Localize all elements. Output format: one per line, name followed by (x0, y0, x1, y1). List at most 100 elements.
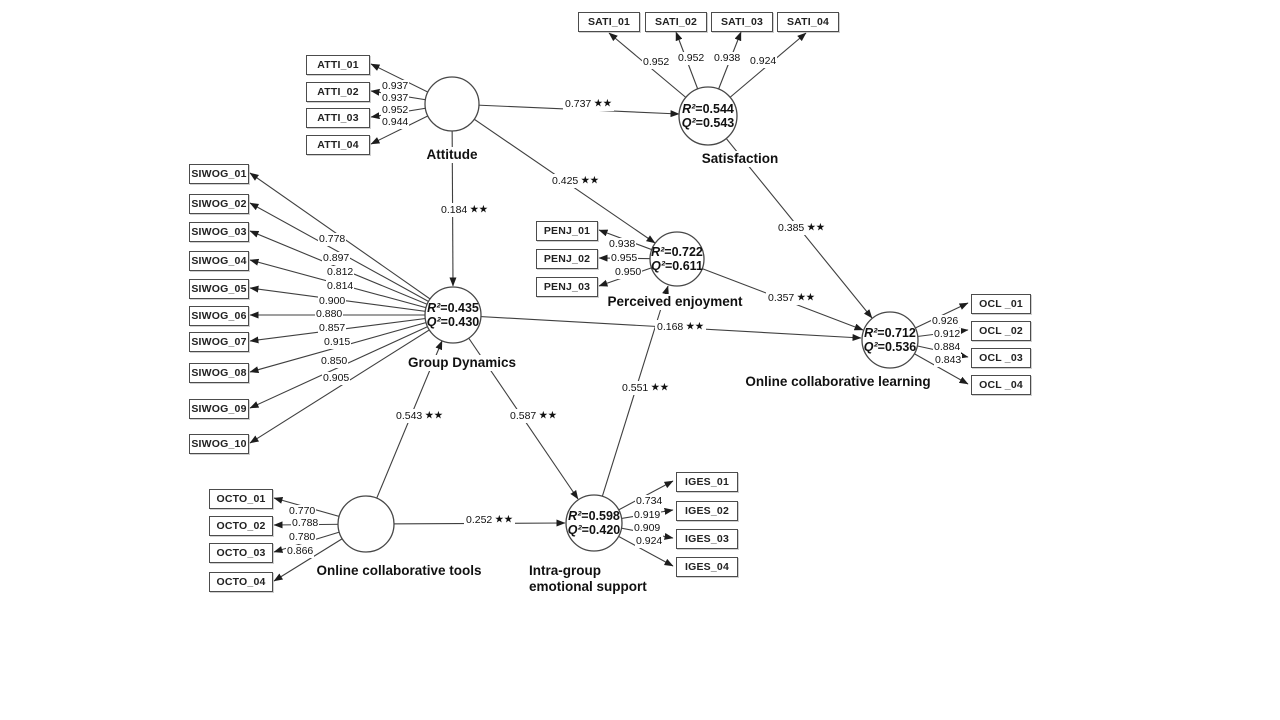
ocl-q2: Q²=0.536 (864, 340, 917, 354)
indicator-box: SIWOG_03 (189, 222, 249, 242)
loading-label: 0.938 (713, 52, 742, 65)
r2-q2-labels: R²=0.544 Q²=0.543 R²=0.435 Q²=0.430 R²=0… (427, 102, 917, 537)
indicator-box: SIWOG_02 (189, 194, 249, 214)
satisfaction-q2: Q²=0.543 (682, 116, 735, 130)
indicator-box: PENJ_02 (536, 249, 598, 269)
loading-label: 0.850 (320, 355, 349, 368)
indicator-box: IGES_04 (676, 557, 738, 577)
indicator-box: IGES_01 (676, 472, 738, 492)
loading-label: 0.843 (934, 354, 963, 367)
loading-label: 0.897 (322, 252, 351, 265)
perceived-enjoyment-r2: R²=0.722 (651, 245, 703, 259)
satisfaction-r2: R²=0.544 (682, 102, 734, 116)
indicator-box: OCTO_02 (209, 516, 273, 536)
loading-label: 0.778 (318, 233, 347, 246)
indicator-box: IGES_02 (676, 501, 738, 521)
indicator-box: PENJ_03 (536, 277, 598, 297)
loading-label: 0.919 (633, 509, 662, 522)
indicator-box: ATTI_04 (306, 135, 370, 155)
loading-label: 0.905 (322, 372, 351, 385)
loading-label: 0.955 (610, 252, 639, 265)
indicator-box: OCL _04 (971, 375, 1031, 395)
loading-label: 0.909 (633, 522, 662, 535)
loading-label: 0.924 (635, 535, 664, 548)
construct-label-online-collaborative-tools: Online collaborative tools (314, 563, 484, 579)
latent-circle-attitude (424, 76, 480, 132)
construct-label-attitude: Attitude (424, 147, 480, 163)
latent-circle-satisfaction (678, 86, 738, 146)
indicator-box: SIWOG_09 (189, 399, 249, 419)
loading-label: 0.880 (315, 308, 344, 321)
loading-label: 0.937 (381, 80, 410, 93)
path-coefficient-label: 0.425★★ (550, 174, 602, 188)
path-coefficient-label: 0.184★★ (439, 203, 491, 217)
loading-label: 0.915 (323, 336, 352, 349)
indicator-box: SIWOG_05 (189, 279, 249, 299)
indicator-box: SIWOG_06 (189, 306, 249, 326)
latent-circles (337, 76, 919, 553)
path-coefficient-label: 0.587★★ (508, 409, 560, 423)
group-dynamics-q2: Q²=0.430 (427, 315, 480, 329)
indicator-box: SIWOG_01 (189, 164, 249, 184)
iges-q2: Q²=0.420 (568, 523, 621, 537)
construct-label-line2: emotional support (529, 579, 647, 594)
indicator-box: SATI_02 (645, 12, 707, 32)
indicator-box: OCL _02 (971, 321, 1031, 341)
loading-label: 0.812 (326, 266, 355, 279)
loading-label: 0.950 (614, 266, 643, 279)
indicator-box: IGES_03 (676, 529, 738, 549)
indicator-box: ATTI_03 (306, 108, 370, 128)
ocl-r2: R²=0.712 (864, 326, 916, 340)
loading-label: 0.952 (642, 56, 671, 69)
construct-label-perceived-enjoyment: Perceived enjoyment (605, 294, 745, 310)
loading-label: 0.924 (749, 55, 778, 68)
loading-label: 0.938 (608, 238, 637, 251)
perceived-enjoyment-q2: Q²=0.611 (651, 259, 703, 273)
path-coefficient-label: 0.385★★ (776, 221, 828, 235)
latent-circle-group-dynamics (424, 286, 482, 344)
indicator-box: OCTO_04 (209, 572, 273, 592)
loading-label: 0.944 (381, 116, 410, 129)
indicator-box: SIWOG_08 (189, 363, 249, 383)
indicator-box: ATTI_01 (306, 55, 370, 75)
latent-circle-intra-group-emotional-support (565, 494, 623, 552)
latent-circle-perceived-enjoyment (649, 231, 705, 287)
loading-label: 0.937 (381, 92, 410, 105)
construct-label-satisfaction: Satisfaction (699, 151, 781, 167)
path-coefficient-label: 0.168★★ (655, 320, 707, 334)
loading-label: 0.814 (326, 280, 355, 293)
construct-label-intra-group-emotional-support: Intra-group emotional support (527, 563, 649, 595)
loading-label: 0.912 (933, 328, 962, 341)
group-dynamics-r2: R²=0.435 (427, 301, 479, 315)
indicator-box: OCL _01 (971, 294, 1031, 314)
iges-r2: R²=0.598 (568, 509, 620, 523)
indicator-box: SIWOG_07 (189, 332, 249, 352)
indicator-box: SATI_04 (777, 12, 839, 32)
construct-label-group-dynamics: Group Dynamics (405, 355, 519, 371)
indicator-box: PENJ_01 (536, 221, 598, 241)
path-coefficient-label: 0.551★★ (620, 381, 672, 395)
indicator-box: OCTO_01 (209, 489, 273, 509)
latent-circle-online-collaborative-learning (861, 311, 919, 369)
latent-circle-online-collaborative-tools (337, 495, 395, 553)
indicator-box: ATTI_02 (306, 82, 370, 102)
loading-label: 0.952 (381, 104, 410, 117)
path-coefficient-label: 0.252★★ (464, 513, 516, 527)
loading-label: 0.788 (291, 517, 320, 530)
loading-label: 0.770 (288, 505, 317, 518)
indicator-box: SATI_01 (578, 12, 640, 32)
loading-label: 0.734 (635, 495, 664, 508)
loading-label: 0.926 (931, 315, 960, 328)
indicator-box: SATI_03 (711, 12, 773, 32)
indicator-box: OCL _03 (971, 348, 1031, 368)
loading-label: 0.857 (318, 322, 347, 335)
loading-label: 0.952 (677, 52, 706, 65)
indicator-box: SIWOG_10 (189, 434, 249, 454)
indicator-box: OCTO_03 (209, 543, 273, 563)
indicator-box: SIWOG_04 (189, 251, 249, 271)
loading-label: 0.884 (933, 341, 962, 354)
loading-label: 0.866 (286, 545, 315, 558)
path-coefficient-label: 0.357★★ (766, 291, 818, 305)
construct-label-online-collaborative-learning: Online collaborative learning (743, 374, 933, 390)
